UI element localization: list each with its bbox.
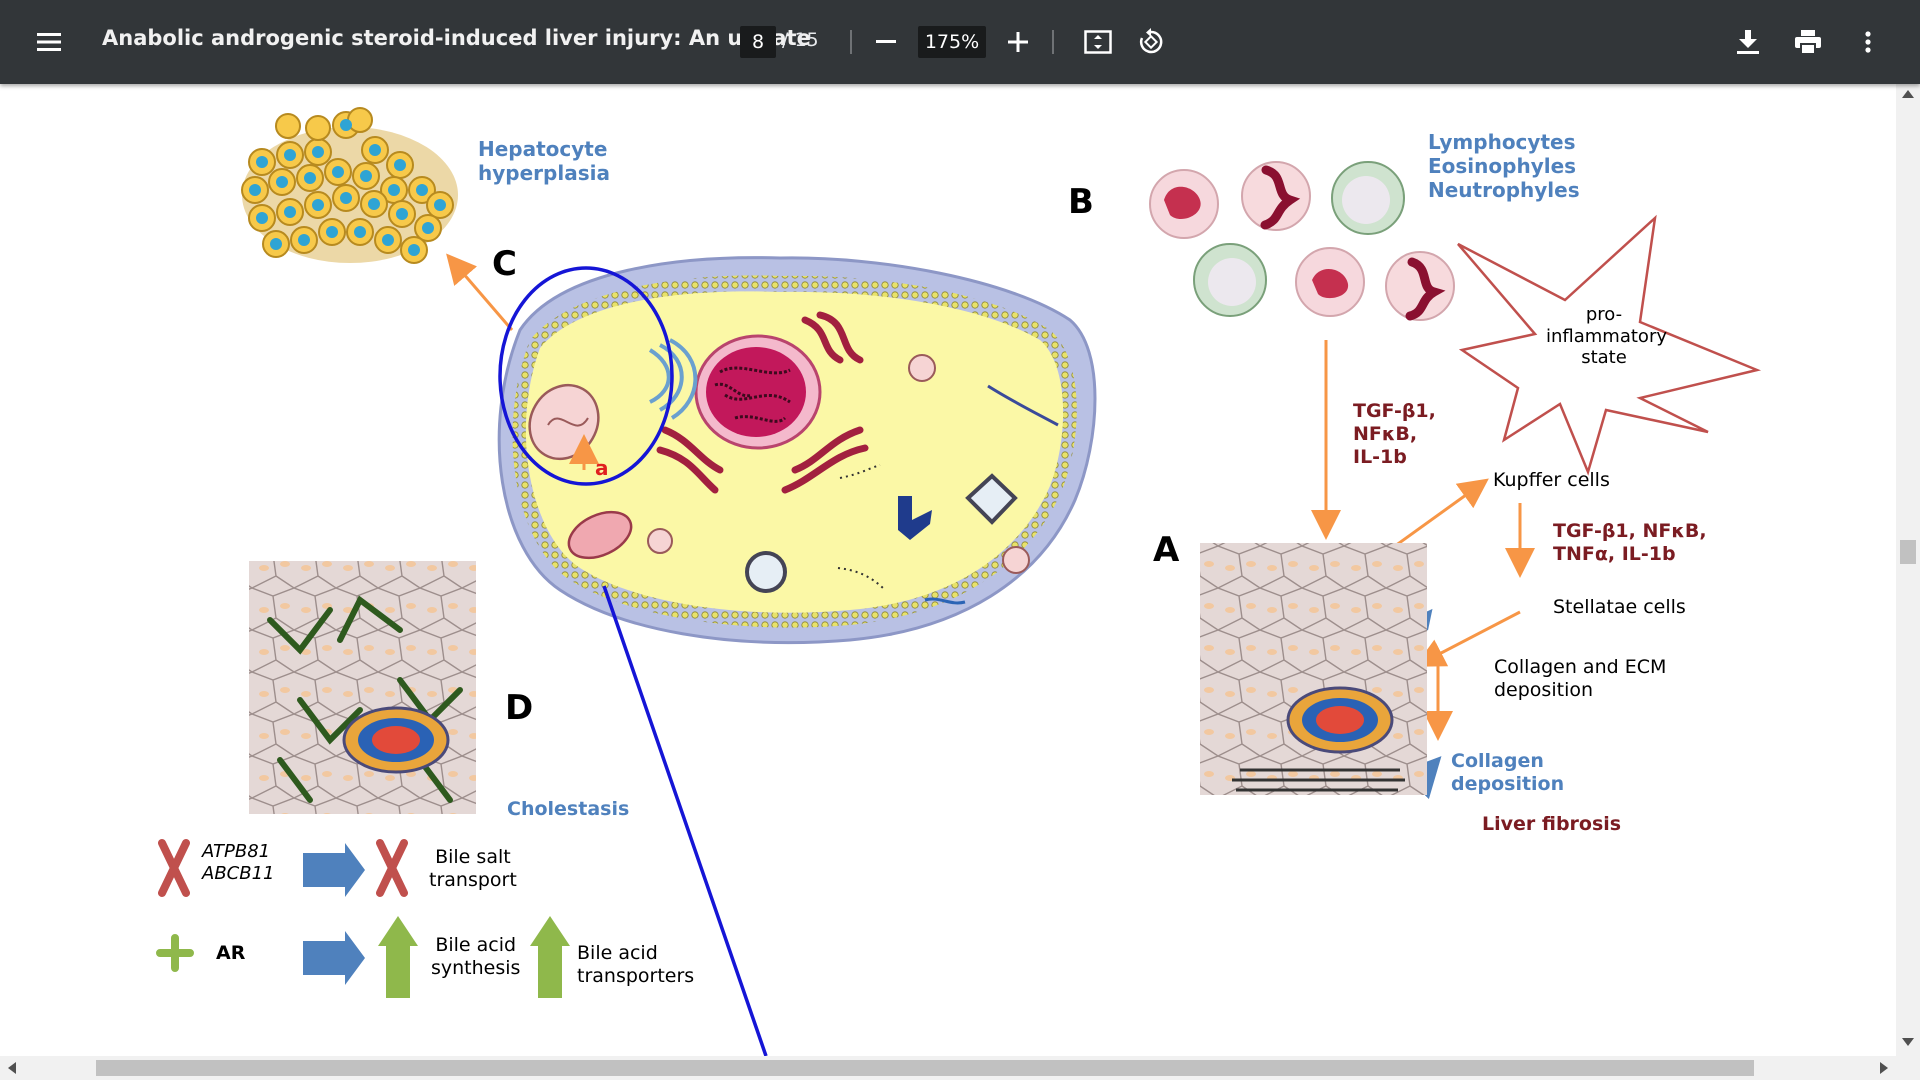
horizontal-scroll-thumb[interactable]	[96, 1060, 1754, 1076]
zoom-out-button[interactable]	[866, 22, 906, 62]
vertical-scrollbar[interactable]	[1896, 84, 1920, 1056]
download-button[interactable]	[1728, 22, 1768, 62]
label-ar: AR	[216, 942, 246, 964]
zoom-in-button[interactable]	[998, 22, 1038, 62]
hepatocyte-cluster	[241, 107, 458, 264]
rotate-icon	[1139, 28, 1163, 54]
fit-to-page-button[interactable]	[1078, 22, 1118, 62]
label-bile-acid-transporters: Bile acid transporters	[577, 942, 695, 987]
label-cholestasis: Cholestasis	[507, 798, 630, 820]
fit-page-icon	[1084, 30, 1112, 54]
leukocytes-group	[1149, 161, 1455, 321]
label-tgf-2: TGF-β1, NFκB, TNFα, IL-1b	[1553, 520, 1707, 565]
letter-c: C	[492, 244, 517, 284]
download-icon	[1737, 30, 1759, 54]
scroll-right-arrow-icon[interactable]	[1880, 1062, 1888, 1074]
liver-tissue-a	[1200, 543, 1427, 795]
label-tgf-1: TGF-β1, NFκB, IL-1b	[1353, 400, 1436, 468]
label-leukocytes: Lymphocytes Eosinophyles Neutrophyles	[1428, 130, 1580, 202]
plus-icon	[1008, 32, 1028, 52]
label-stellatae: Stellatae cells	[1553, 596, 1686, 618]
print-button[interactable]	[1788, 22, 1828, 62]
letter-b: B	[1068, 182, 1094, 222]
menu-icon[interactable]	[30, 22, 70, 62]
document-title: Anabolic androgenic steroid-induced live…	[102, 26, 811, 50]
arrow-to-hyperplasia	[446, 253, 514, 331]
zoom-circle	[498, 266, 674, 486]
page-total: / 15	[782, 29, 819, 51]
scroll-up-arrow-icon[interactable]	[1902, 90, 1914, 98]
scroll-left-arrow-icon[interactable]	[8, 1062, 16, 1074]
label-small-a: a	[595, 456, 609, 480]
scroll-down-arrow-icon[interactable]	[1902, 1038, 1914, 1046]
zoom-input[interactable]: 175%	[918, 26, 986, 58]
page-number-input[interactable]: 8	[740, 26, 776, 58]
more-actions-button[interactable]	[1848, 22, 1888, 62]
label-bile-acid-synthesis: Bile acid synthesis	[431, 934, 521, 979]
label-bile-salt: Bile salt transport	[429, 846, 517, 891]
cholestasis-legend	[156, 839, 570, 998]
vertical-scroll-thumb[interactable]	[1900, 540, 1916, 564]
label-collagen-deposition: Collagen deposition	[1451, 750, 1565, 795]
toolbar-divider	[850, 30, 852, 54]
more-vert-icon	[1865, 31, 1871, 53]
minus-icon	[876, 40, 896, 43]
zoom-connector-line	[602, 585, 768, 1056]
print-icon	[1795, 30, 1821, 54]
label-liver-fibrosis: Liver fibrosis	[1482, 813, 1622, 835]
toolbar-divider	[1052, 30, 1054, 54]
label-kupffer: Kupffer cells	[1493, 469, 1610, 491]
liver-tissue-d	[249, 561, 476, 814]
pdf-viewer[interactable]: Hepatocyte hyperplasia Lymphocytes Eosin…	[0, 84, 1896, 1056]
pdf-toolbar: Anabolic androgenic steroid-induced live…	[0, 0, 1920, 84]
hepatocyte-cell-diagram	[497, 256, 1097, 645]
label-genes: ATPB81 ABCB11	[202, 841, 275, 884]
horizontal-scrollbar[interactable]	[0, 1056, 1920, 1080]
proinflammatory-star	[1457, 214, 1762, 476]
rotate-button[interactable]	[1131, 22, 1171, 62]
letter-d: D	[505, 688, 534, 728]
letter-a: A	[1153, 530, 1180, 570]
figure-illustration	[156, 107, 1762, 1056]
label-collagen-ecm: Collagen and ECM deposition	[1494, 656, 1667, 701]
label-hepatocyte-hyperplasia: Hepatocyte hyperplasia	[478, 137, 610, 185]
label-proinflammatory: pro- inflammatory state	[1546, 304, 1667, 369]
